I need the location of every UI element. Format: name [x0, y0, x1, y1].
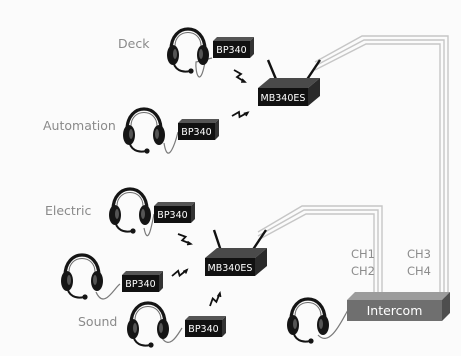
- base-station-lower: MB340ES: [205, 229, 267, 276]
- headset-cables: [95, 57, 349, 343]
- wireless-signal-icon: [171, 264, 188, 282]
- beltpack-electric: BP340: [154, 202, 195, 223]
- beltpack-deck-label: BP340: [216, 45, 246, 56]
- beltpack-sound: BP340: [185, 316, 226, 337]
- headset-automation-icon: [121, 107, 167, 156]
- wireless-signal-icon: [231, 105, 249, 123]
- base-station-upper-label: MB340ES: [261, 93, 306, 104]
- beltpack-unlabeled: BP340: [122, 271, 163, 292]
- channel-ch1: CH1: [351, 247, 375, 261]
- headset-deck-icon: [165, 27, 211, 76]
- label-sound: Sound: [78, 314, 117, 329]
- channel-ch4: CH4: [407, 264, 431, 278]
- wireless-signal-icon: [207, 292, 223, 307]
- beltpack-unlabeled-label: BP340: [125, 279, 155, 290]
- headset-sound-icon: [125, 301, 171, 350]
- wireless-signal-icon: [177, 231, 192, 247]
- headset-intercom-icon: [285, 297, 331, 346]
- label-deck: Deck: [118, 36, 150, 51]
- cable-ch34: [314, 35, 449, 300]
- beltpack-sound-label: BP340: [188, 324, 218, 335]
- wireless-signal-icon: [233, 69, 246, 83]
- intercom-box: Intercom: [347, 292, 450, 321]
- channel-ch2: CH2: [351, 264, 375, 278]
- base-station-upper: MB340ES: [258, 59, 321, 106]
- beltpack-automation: BP340: [178, 119, 219, 140]
- label-automation: Automation: [43, 118, 116, 133]
- channel-ch3: CH3: [407, 247, 431, 261]
- intercom-label: Intercom: [367, 303, 423, 318]
- cable-ch12: [257, 205, 383, 300]
- beltpack-deck: BP340: [213, 37, 254, 58]
- headset-electric-icon: [107, 187, 153, 236]
- label-electric: Electric: [45, 203, 91, 218]
- beltpack-electric-label: BP340: [157, 210, 187, 221]
- beltpack-automation-label: BP340: [181, 127, 211, 138]
- base-station-lower-label: MB340ES: [208, 263, 253, 274]
